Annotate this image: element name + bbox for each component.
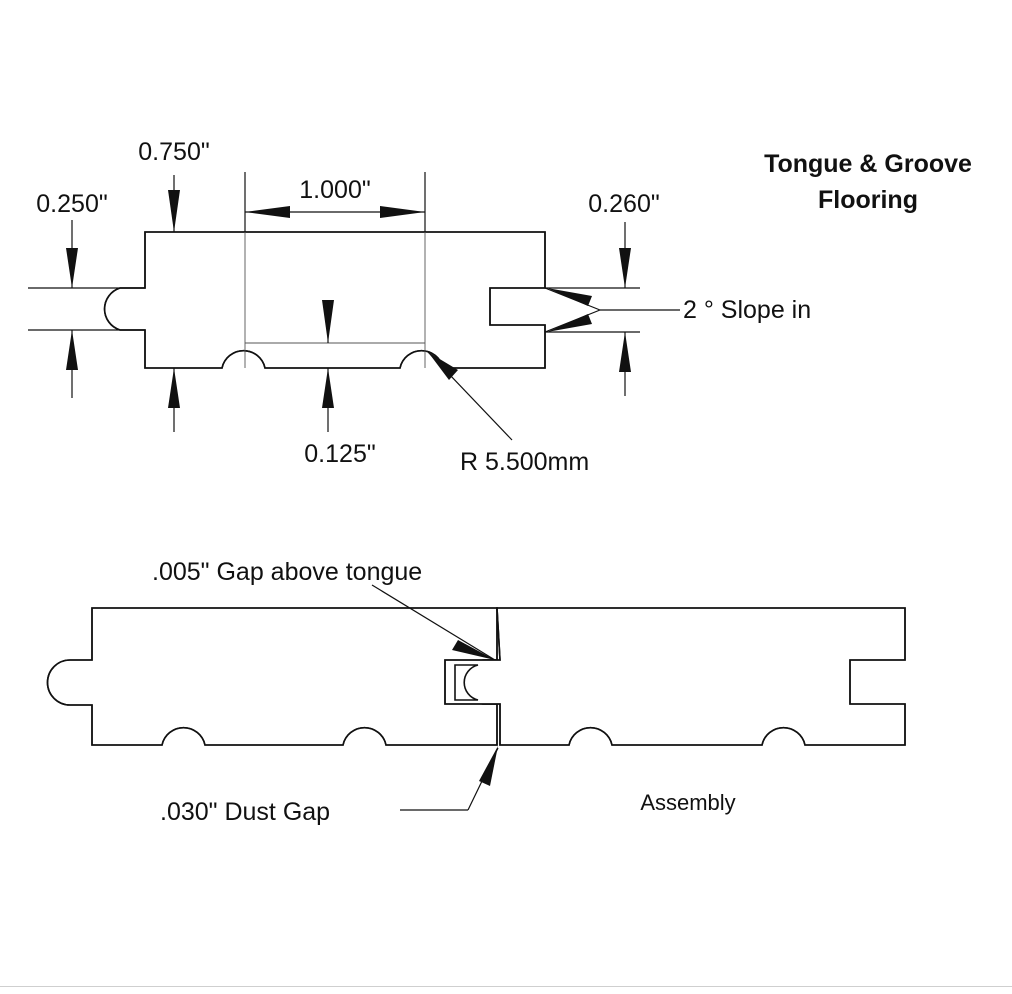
title-line-1: Tongue & Groove [764, 150, 972, 178]
dust-gap-label: .030" Dust Gap [160, 798, 330, 826]
gap-leader [371, 584, 496, 661]
slope-label: 2 ° Slope in [683, 296, 811, 324]
dim-0125-label: 0.125" [304, 440, 375, 468]
dim-0750-label: 0.750" [138, 138, 209, 166]
dim-0260-label: 0.260" [588, 190, 659, 218]
bottom-divider [0, 986, 1012, 987]
dim-1000-label: 1.000" [299, 176, 370, 204]
assembly-left-board [46, 607, 498, 746]
radius-label: R 5.500mm [460, 448, 589, 476]
slope-leader [544, 287, 680, 333]
dim-0250-label: 0.250" [36, 190, 107, 218]
dimension-0750 [168, 175, 180, 408]
title-line-2: Flooring [818, 186, 918, 214]
dimension-0250 [66, 220, 78, 398]
assembly-right-board [444, 607, 906, 746]
gap-above-label: .005" Gap above tongue [152, 558, 422, 586]
radius-leader [427, 351, 513, 441]
dimension-0260 [619, 222, 631, 396]
dust-gap-leader [400, 746, 499, 811]
dimension-0125 [322, 300, 334, 408]
assembly-label: Assembly [640, 790, 735, 815]
dimension-1000 [245, 206, 425, 218]
